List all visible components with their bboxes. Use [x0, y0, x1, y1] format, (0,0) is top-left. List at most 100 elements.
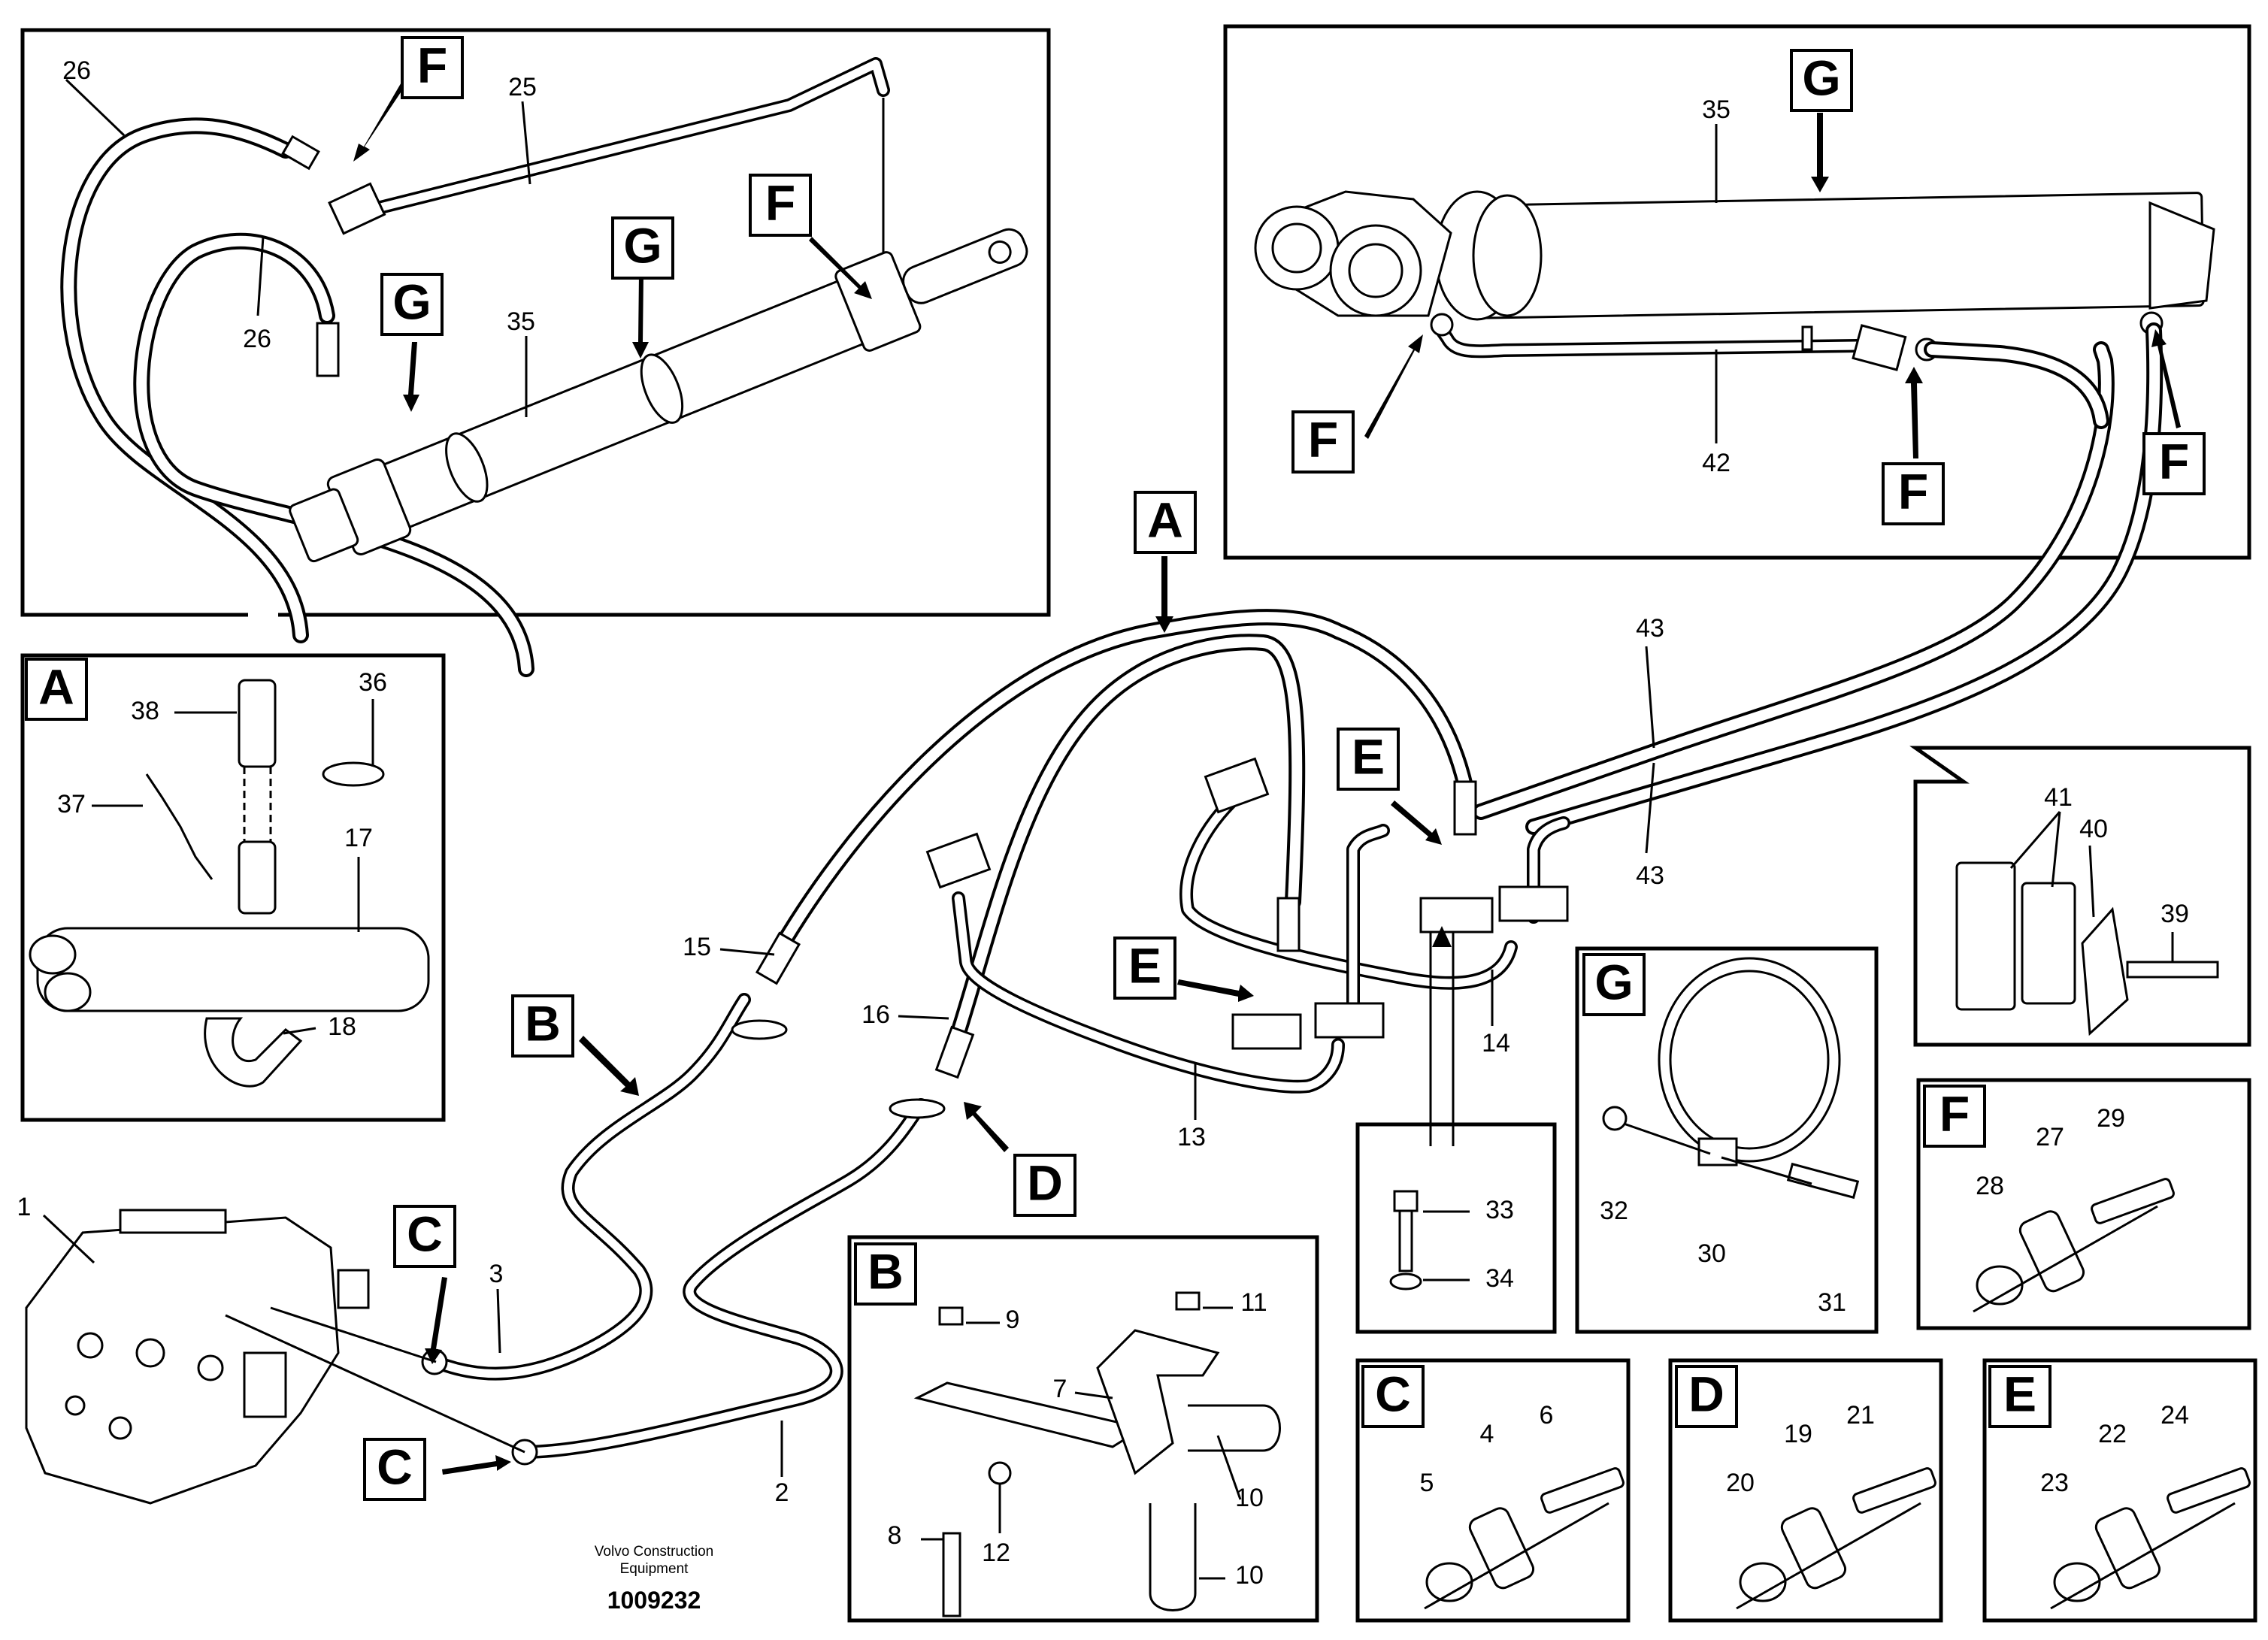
detail-clamp-content: [1955, 811, 2219, 1036]
inset-top-left-frame: [20, 28, 1051, 617]
main-pipes: [421, 757, 1570, 1466]
part-number-labels: 1 2 3 4 5 6 7 8 9 10 10 11 12 13 14 15 1…: [17, 56, 2189, 1590]
letter-box-f-detail: F: [1923, 1085, 1986, 1148]
part-number-14: 14: [1482, 1029, 1510, 1058]
pipe-elbow-2-fill: [1529, 818, 1568, 921]
cylinder-35-small: [289, 228, 1028, 563]
letter-box-g-tr: G: [1790, 49, 1853, 112]
valve-top-plate: [119, 1209, 227, 1234]
leader-line: [1721, 1156, 1812, 1185]
cylinder-35-large: [1464, 192, 2205, 319]
part-number-34: 34: [1485, 1264, 1514, 1293]
detail-f-content: [1973, 1178, 2175, 1313]
bolt-39: [2126, 961, 2219, 979]
detail-a-content: [29, 679, 430, 1088]
letter-g-tl-2: G: [623, 217, 662, 273]
axis-line: [1973, 1205, 2158, 1313]
rod-eye-right-hole: [1348, 243, 1403, 298]
leader-line: [1074, 1391, 1113, 1399]
part-number-8: 8: [888, 1521, 902, 1550]
hose-end: [44, 972, 92, 1012]
letter-box-e-detail: E: [1988, 1365, 2051, 1428]
detail-b-content: [913, 1291, 1281, 1617]
pipe-elbow-fill: [1349, 826, 1388, 1008]
letter-box-c-detail: C: [1361, 1365, 1425, 1428]
detail-clamp-frame: [1909, 746, 2251, 1047]
detail-e-content: [2050, 1467, 2251, 1610]
bolt-29: [2091, 1178, 2175, 1224]
part-number-25: 25: [508, 73, 537, 101]
axis-line: [2050, 1502, 2236, 1610]
company-line-2: Equipment: [620, 1561, 689, 1577]
part-number-42: 42: [1702, 449, 1731, 477]
main-hoses: [766, 322, 2164, 1064]
letter-b-main: B: [525, 995, 561, 1051]
bracket-7: [1096, 1329, 1220, 1475]
pipe-42-fill: [1437, 326, 1861, 356]
drawing-footer: Volvo Construction Equipment 1009232: [595, 1544, 713, 1614]
detail-c-frame: [1355, 1358, 1631, 1623]
pipe-3: [429, 993, 751, 1381]
flange-block: [1204, 757, 1270, 814]
letter-c-top: C: [407, 1206, 443, 1261]
u-bolt-10-top: [1188, 1404, 1281, 1452]
callout-arrows: [353, 76, 2181, 1475]
detail-g-frame: [1575, 946, 1879, 1334]
o-ring-flange: [889, 1098, 946, 1119]
pipe-2-fill: [518, 1100, 925, 1457]
letter-f-detail: F: [1939, 1085, 1970, 1141]
flange-block: [328, 182, 386, 235]
pipe-clip: [1801, 325, 1813, 351]
valve-port-hole: [197, 1354, 224, 1381]
letter-box-a-detail: A: [25, 658, 88, 721]
letter-c-bottom: C: [377, 1439, 413, 1494]
clamp-41-a: [1955, 861, 2016, 1011]
hose-fitting: [755, 931, 801, 985]
top-left-assembly: [60, 57, 1028, 677]
letter-e-detail: E: [2003, 1366, 2036, 1421]
view-letter-boxes: A A B B C C C D: [25, 36, 2206, 1501]
letter-box-c-top: C: [393, 1205, 456, 1268]
part-number-23: 23: [2040, 1469, 2069, 1497]
part-number-19: 19: [1784, 1420, 1812, 1448]
part-number-18: 18: [328, 1012, 356, 1041]
part-number-22: 22: [2098, 1420, 2127, 1448]
flange-block: [1231, 1013, 1302, 1050]
valve-body: [25, 1216, 340, 1505]
part-number-24: 24: [2161, 1401, 2189, 1430]
detail-f-frame: [1916, 1078, 2251, 1330]
part-number-13: 13: [1177, 1123, 1206, 1151]
letter-box-a-main: A: [1134, 491, 1197, 554]
part-number-43-bottom: 43: [1636, 861, 1664, 890]
part-number-39: 39: [2161, 900, 2189, 928]
pipe-14-fill: [1182, 788, 1516, 988]
flange-block: [1852, 324, 1907, 371]
detail-a-frame: [20, 653, 446, 1122]
clamp-band-30-inner: [1669, 970, 1830, 1150]
part-number-43-top: 43: [1636, 614, 1664, 643]
part-number-41: 41: [2044, 783, 2073, 812]
letter-box-g-tl-1: G: [380, 273, 444, 336]
flange-half-22: [2094, 1507, 2161, 1590]
strap-18: [204, 1017, 303, 1088]
detail-g-content: [1602, 957, 1860, 1200]
valve-side-block: [243, 1351, 287, 1418]
washer-12: [988, 1461, 1012, 1485]
letter-f-tl-1: F: [417, 37, 447, 92]
part-number-37: 37: [57, 790, 86, 818]
part-number-30: 30: [1697, 1239, 1726, 1268]
hose-fitting: [934, 1025, 975, 1079]
part-number-5: 5: [1420, 1469, 1434, 1497]
hose-15-fill: [769, 612, 1471, 964]
leader-line: [225, 1314, 525, 1454]
part-number-26-inner: 26: [243, 325, 271, 353]
flange-block: [925, 832, 992, 889]
leader-line: [283, 1027, 316, 1035]
flange-block: [1498, 885, 1569, 922]
letter-g-tl-1: G: [392, 274, 431, 329]
valve-port-hole: [65, 1395, 86, 1416]
flange-half-27: [2018, 1210, 2085, 1293]
detail-bolts-content: [1389, 1190, 1470, 1291]
hose-bundle-wrap: [36, 927, 430, 1012]
valve-port-hole: [108, 1416, 132, 1440]
